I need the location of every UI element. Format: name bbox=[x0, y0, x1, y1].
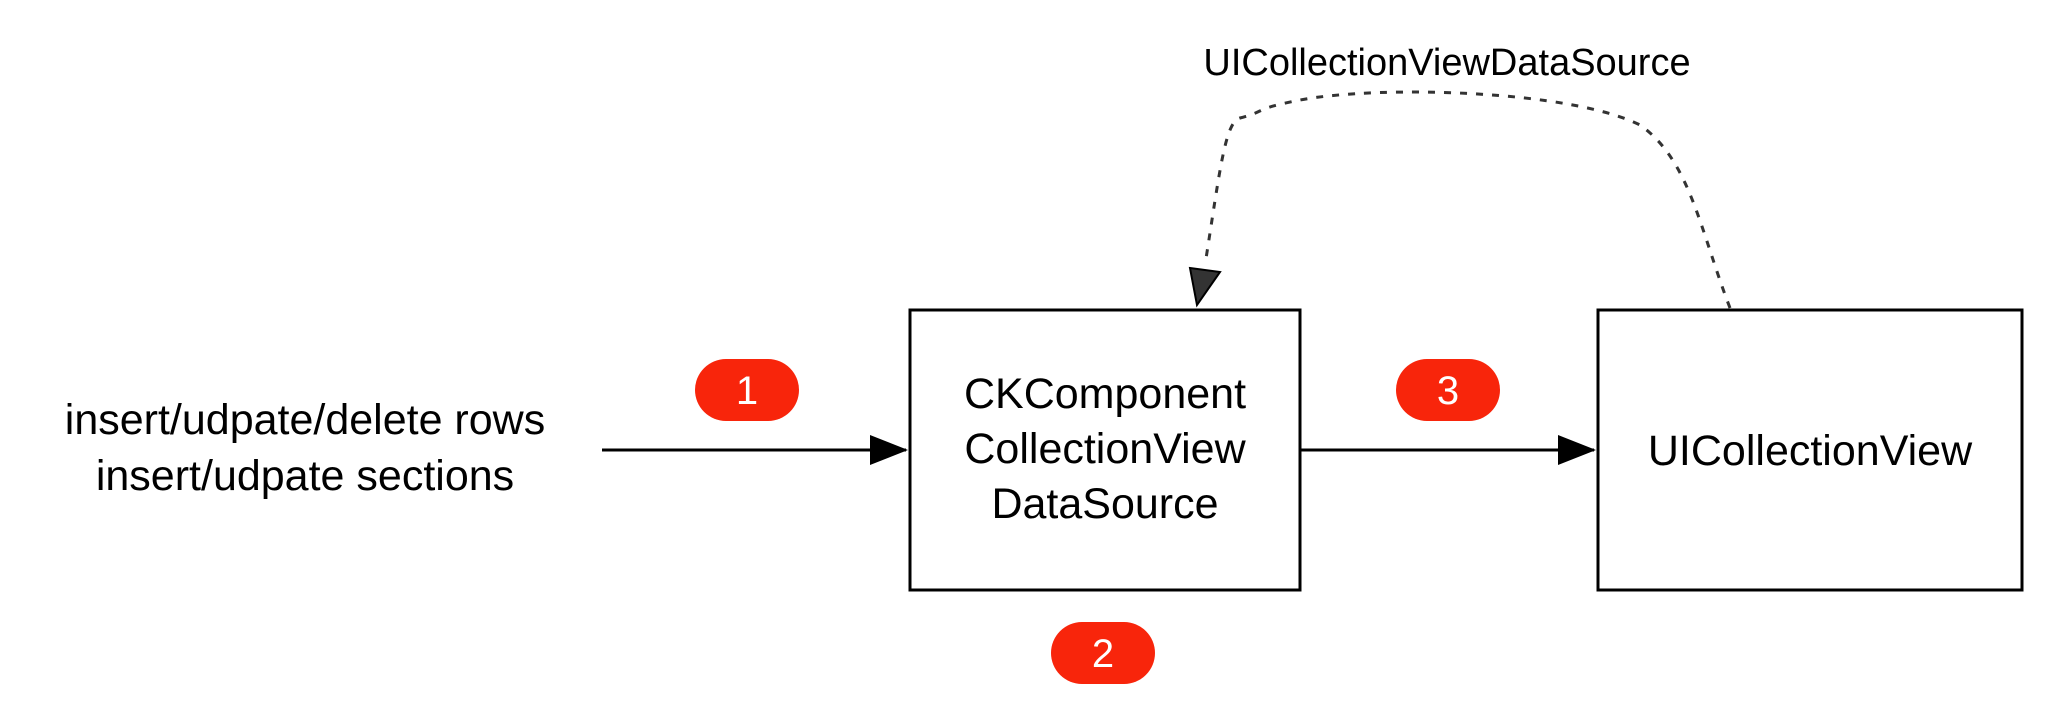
step-badge-1: 1 bbox=[695, 359, 799, 421]
step-badge-3-label: 3 bbox=[1437, 369, 1459, 413]
input-label-line2: insert/udpate sections bbox=[96, 452, 514, 500]
step-badge-2-label: 2 bbox=[1092, 632, 1114, 676]
feedback-label: UICollectionViewDataSource bbox=[1203, 42, 1690, 84]
step-badge-1-label: 1 bbox=[736, 369, 758, 413]
step-badge-2: 2 bbox=[1051, 622, 1155, 684]
arrow-head-1 bbox=[870, 435, 908, 465]
arrow-head-3 bbox=[1558, 435, 1596, 465]
step-badge-3: 3 bbox=[1396, 359, 1500, 421]
collectionview-box-label: UICollectionView bbox=[1648, 427, 1973, 475]
datasource-box-line2: CollectionView bbox=[964, 425, 1246, 473]
datasource-box bbox=[908, 308, 1302, 592]
datasource-box-line1: CKComponent bbox=[964, 370, 1246, 418]
dotted-feedback-arrow bbox=[1203, 90, 1732, 309]
input-label-line1: insert/udpate/delete rows bbox=[65, 396, 545, 444]
dotted-arrow-head bbox=[1188, 266, 1222, 308]
collectionview-box bbox=[1596, 308, 2024, 592]
datasource-box-line3: DataSource bbox=[991, 480, 1218, 528]
